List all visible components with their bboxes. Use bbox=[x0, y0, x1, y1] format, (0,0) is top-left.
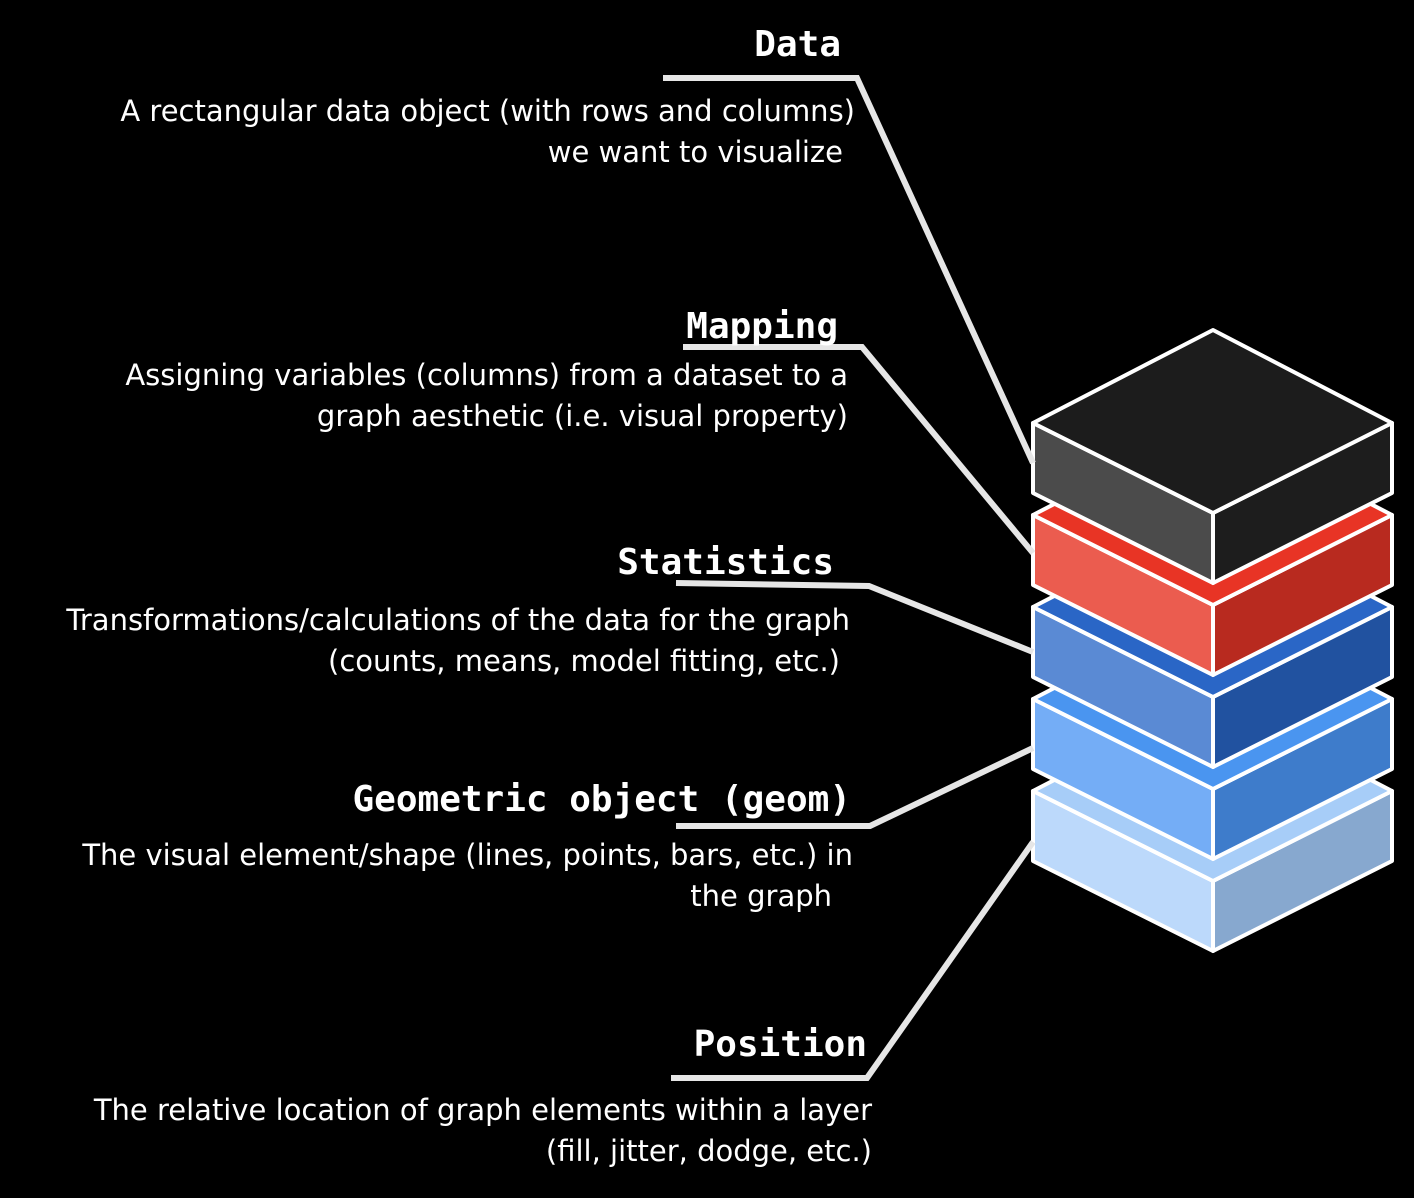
geom-title: Geometric object (geom) bbox=[352, 779, 852, 820]
position-description: The relative location of graph elements … bbox=[94, 1090, 872, 1172]
geom-leader-line bbox=[676, 745, 1035, 829]
data-leader-line bbox=[663, 75, 1036, 465]
data-description-line-1: A rectangular data object (with rows and… bbox=[120, 94, 855, 128]
position-leader-line bbox=[671, 840, 1036, 1081]
mapping-leader-line bbox=[683, 344, 1036, 555]
statistics-description: Transformations/calculations of the data… bbox=[66, 600, 850, 682]
statistics-description-line-1: Transformations/calculations of the data… bbox=[66, 603, 850, 637]
data-layer-top-face bbox=[1031, 328, 1394, 515]
statistics-leader-line bbox=[675, 580, 1035, 655]
mapping-description-line-2: graph aesthetic (i.e. visual property) bbox=[316, 399, 848, 433]
data-title: Data bbox=[754, 24, 841, 65]
geom-description: The visual element/shape (lines, points,… bbox=[82, 835, 853, 917]
mapping-description-line-1: Assigning variables (columns) from a dat… bbox=[125, 358, 848, 392]
mapping-description: Assigning variables (columns) from a dat… bbox=[125, 355, 848, 437]
statistics-title: Statistics bbox=[617, 542, 834, 583]
geom-description-line-2: the graph bbox=[690, 879, 832, 913]
position-title: Position bbox=[693, 1024, 867, 1065]
position-description-line-1: The relative location of graph elements … bbox=[93, 1093, 872, 1127]
mapping-title: Mapping bbox=[686, 306, 838, 347]
data-description: A rectangular data object (with rows and… bbox=[120, 91, 855, 173]
data-description-line-2: we want to visualize bbox=[547, 135, 843, 169]
position-description-line-2: (fill, jitter, dodge, etc.) bbox=[545, 1134, 872, 1168]
geom-description-line-1: The visual element/shape (lines, points,… bbox=[82, 838, 853, 872]
statistics-description-line-2: (counts, means, model fitting, etc.) bbox=[328, 644, 840, 678]
